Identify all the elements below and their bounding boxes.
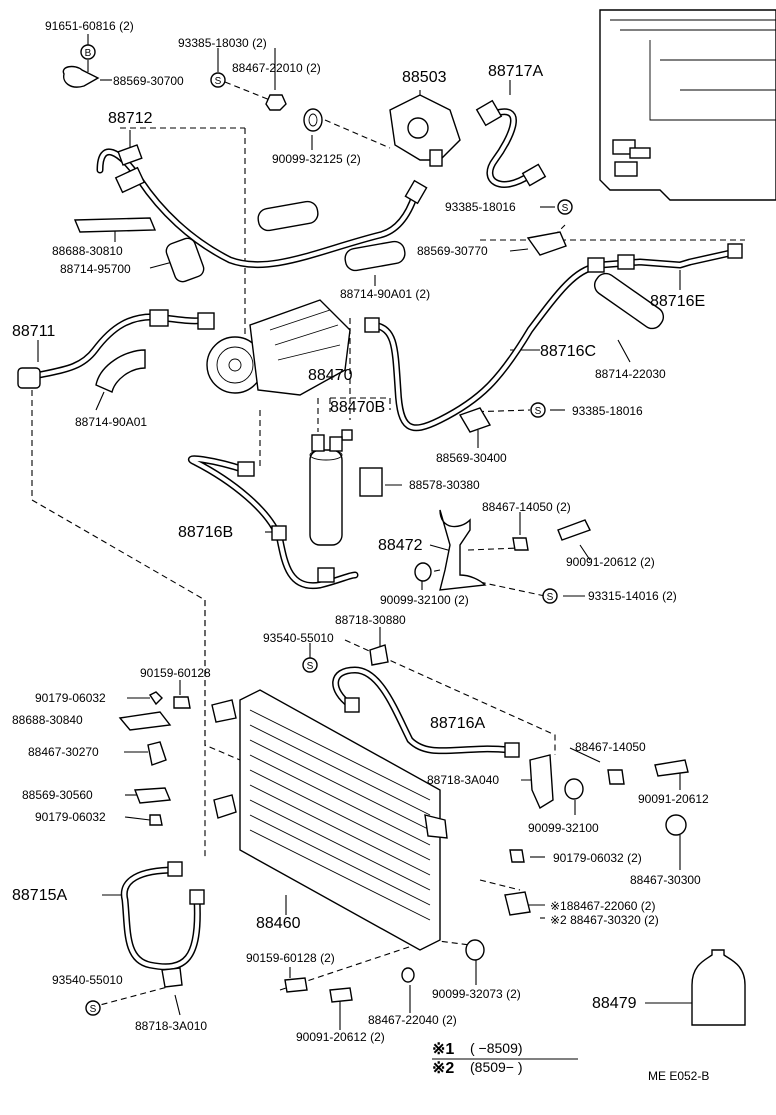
callout-88711: 88711: [12, 323, 55, 340]
callout-88472: 88472: [378, 537, 423, 554]
callout-88467-22010: 88467-22010 (2): [232, 61, 321, 75]
callout-88569-30560: 88569-30560: [22, 788, 93, 802]
callout-88479: 88479: [592, 995, 637, 1012]
callout-88503: 88503: [402, 69, 447, 86]
s-mark: S: [90, 1004, 97, 1015]
s-mark-icon: S: [530, 402, 546, 418]
callout-88467-30320: ※2 88467-30320 (2): [550, 913, 659, 927]
callout-90179-06032-top: 90179-06032: [35, 691, 106, 705]
callout-93385-18016-mid: 93385-18016: [572, 404, 643, 418]
callout-labels: 91651-60816 (2) 93385-18030 (2) 88467-22…: [12, 19, 709, 1044]
callout-88470b: 88470B: [330, 399, 385, 416]
callout-88467-30300: 88467-30300: [630, 873, 701, 887]
callout-88467-30270: 88467-30270: [28, 745, 99, 759]
callout-90091-20612-mid: 90091-20612 (2): [566, 555, 655, 569]
callout-88718-3a010: 88718-3A010: [135, 1019, 207, 1033]
callout-90091-20612: 90091-20612: [638, 792, 709, 806]
callout-93540-55010-top: 93540-55010: [263, 631, 334, 645]
callout-90091-20612-low: 90091-20612 (2): [296, 1030, 385, 1044]
s-mark: S: [547, 592, 554, 603]
callout-88578-30380: 88578-30380: [409, 478, 480, 492]
callout-88716c: 88716C: [540, 343, 596, 360]
s-mark-icon: S: [85, 1000, 101, 1016]
legend-mark-1: ※1: [432, 1041, 454, 1058]
legend-mark-2: ※2: [432, 1060, 454, 1077]
callout-90099-32073: 90099-32073 (2): [432, 987, 521, 1001]
legend-range-1: ( −8509): [470, 1040, 523, 1056]
callout-93385-18030: 93385-18030 (2): [178, 36, 267, 50]
callout-93385-18016-top: 93385-18016: [445, 200, 516, 214]
callout-88569-30400: 88569-30400: [436, 451, 507, 465]
fittings: [17, 99, 743, 905]
callout-90099-32100-2: 90099-32100 (2): [380, 593, 469, 607]
callout-88718-30880: 88718-30880: [335, 613, 406, 627]
callout-90099-32125: 90099-32125 (2): [272, 152, 361, 166]
callout-88460: 88460: [256, 915, 301, 932]
callout-88718-3a040: 88718-3A040: [427, 773, 499, 787]
callout-88714-22030: 88714-22030: [595, 367, 666, 381]
s-mark-icon: S: [210, 72, 226, 88]
callout-90099-32100: 90099-32100: [528, 821, 599, 835]
callout-88569-30700: 88569-30700: [113, 74, 184, 88]
b-mark: B: [85, 48, 92, 59]
symbol-marks: B S S S S S S: [80, 44, 573, 1016]
callout-91651-60816: 91651-60816 (2): [45, 19, 134, 33]
s-mark-icon: S: [557, 199, 573, 215]
s-mark-icon: S: [542, 588, 558, 604]
callout-88467-14050-2: 88467-14050 (2): [482, 500, 571, 514]
s-mark: S: [215, 76, 222, 87]
callout-88716a: 88716A: [430, 715, 485, 732]
callout-88714-95700: 88714-95700: [60, 262, 131, 276]
callout-88715a: 88715A: [12, 887, 67, 904]
callout-90159-60128: 90159-60128: [140, 666, 211, 680]
callout-88714-90a01-2: 88714-90A01 (2): [340, 287, 430, 301]
callout-88717a: 88717A: [488, 63, 543, 80]
callout-93315-14016: 93315-14016 (2): [588, 589, 677, 603]
s-mark: S: [307, 661, 314, 672]
callout-90179-06032-2: 90179-06032 (2): [553, 851, 642, 865]
callout-88714-90a01: 88714-90A01: [75, 415, 147, 429]
s-mark: S: [535, 406, 542, 417]
b-mark-icon: [80, 44, 96, 60]
callout-88467-22040: 88467-22040 (2): [368, 1013, 457, 1027]
callout-88716e: 88716E: [650, 293, 705, 310]
callout-88688-30810: 88688-30810: [52, 244, 123, 258]
callout-88716b: 88716B: [178, 524, 233, 541]
diagram-code: ME E052-B: [648, 1069, 709, 1083]
callout-88467-22060: ※188467-22060 (2): [550, 899, 655, 913]
callout-88470: 88470: [308, 367, 353, 384]
legend-range-2: (8509− ): [470, 1059, 523, 1075]
callout-90179-06032-low: 90179-06032: [35, 810, 106, 824]
hoses: [21, 108, 739, 971]
s-mark: S: [562, 203, 569, 214]
callout-90159-60128-2: 90159-60128 (2): [246, 951, 335, 965]
callout-88712: 88712: [108, 110, 153, 127]
evaporator-housing: [599, 9, 776, 201]
callout-88688-30840: 88688-30840: [12, 713, 83, 727]
callout-88467-14050: 88467-14050: [575, 740, 646, 754]
legend: ※1 ( −8509) ※2 (8509− ): [432, 1040, 578, 1077]
callout-88569-30770: 88569-30770: [417, 244, 488, 258]
callout-93540-55010-low: 93540-55010: [52, 973, 123, 987]
small-parts: [62, 65, 746, 1026]
s-mark-icon: S: [302, 657, 318, 673]
